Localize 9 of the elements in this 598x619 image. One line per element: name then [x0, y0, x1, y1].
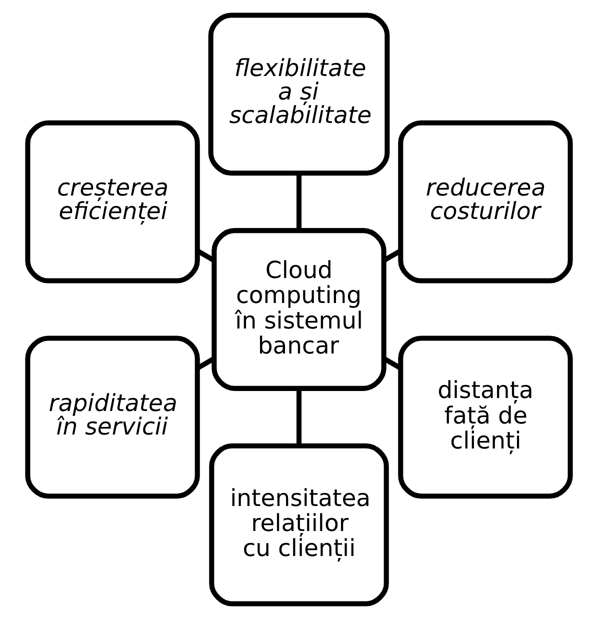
node-box: Cloud computing în sistemul bancar	[212, 228, 386, 391]
node-box: flexibilitatea și scalabilitate	[208, 12, 390, 176]
node-box: intensitatea relațiilor cu clienții	[209, 443, 389, 606]
node-box: rapiditatea în servicii	[25, 336, 200, 499]
connector	[296, 388, 302, 446]
connector	[296, 174, 302, 231]
node-box: distanța față de clienți	[398, 336, 573, 499]
node-box: reducerea costurilor	[398, 120, 573, 284]
node-box: creșterea eficienței	[25, 120, 200, 284]
